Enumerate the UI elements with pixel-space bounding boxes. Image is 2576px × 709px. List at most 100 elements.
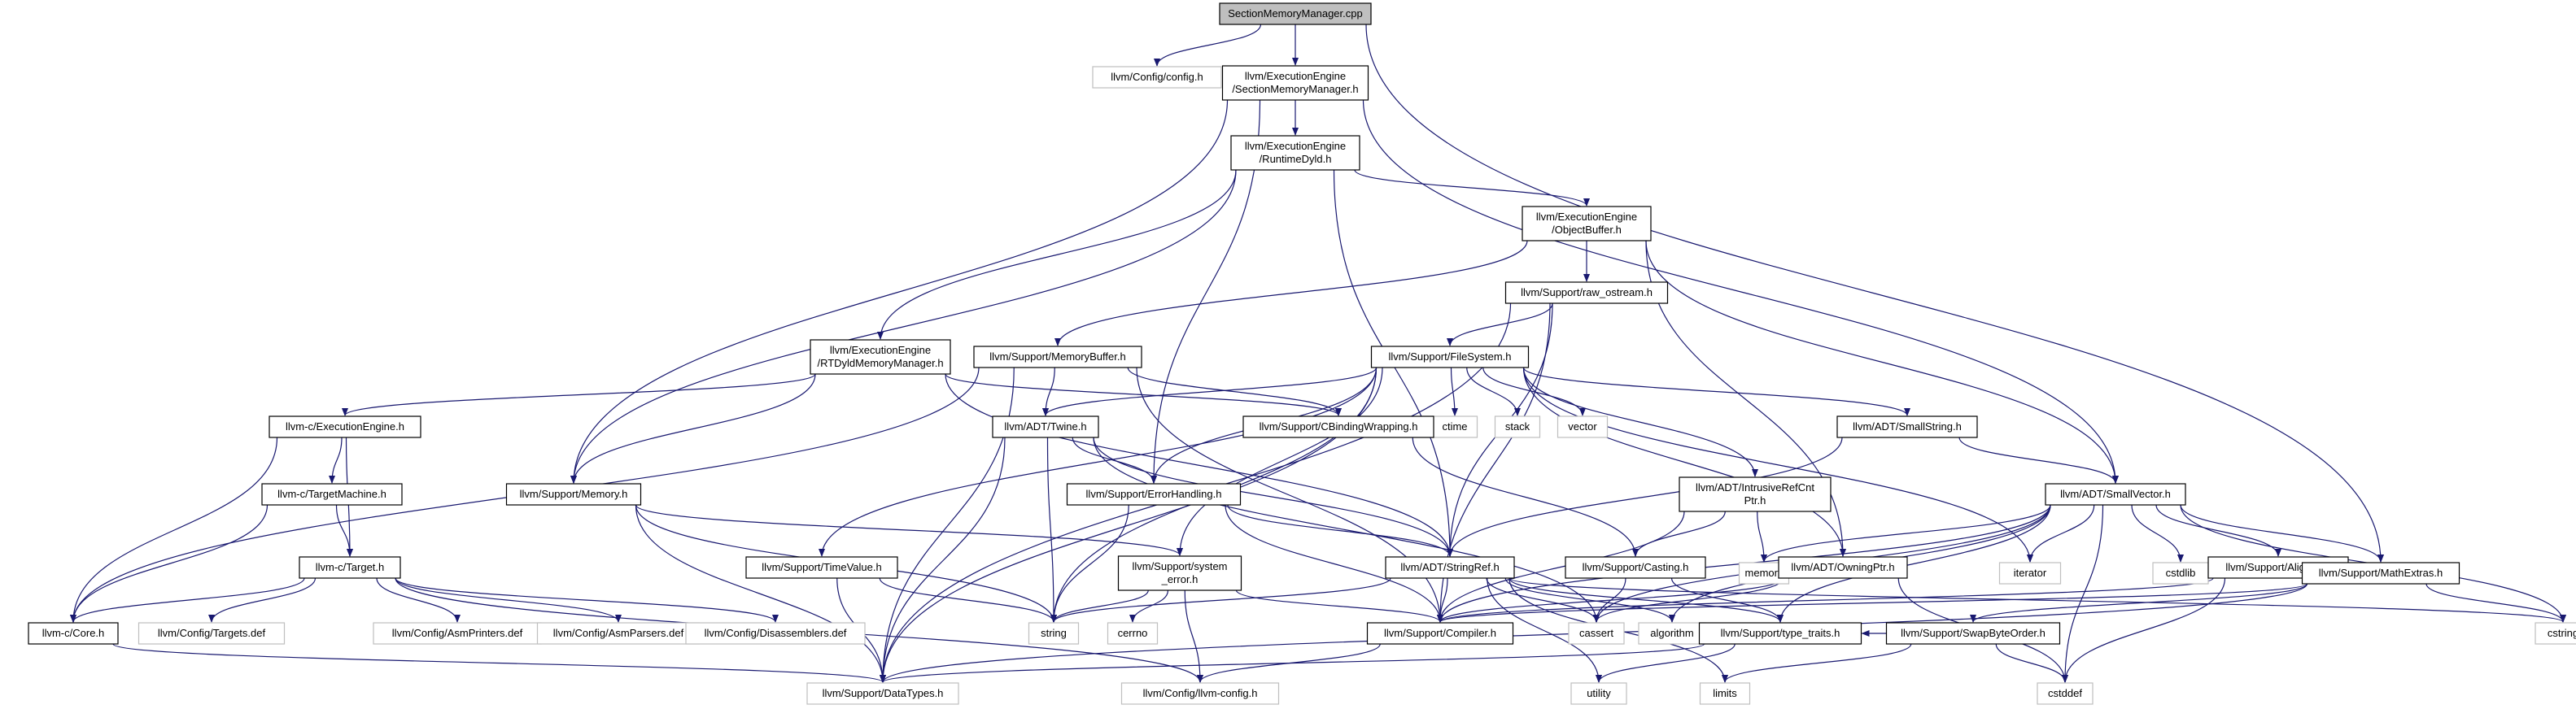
node-box — [1836, 415, 1978, 438]
node-box — [1385, 556, 1515, 579]
node-box — [536, 622, 701, 645]
node-label: cassert — [1579, 627, 1613, 639]
node-cbind[interactable]: llvm/Support/CBindingWrapping.h — [1242, 415, 1434, 438]
node-rtdyld[interactable]: llvm/ExecutionEngine/RuntimeDyld.h — [1230, 135, 1360, 171]
edge-timeval-to-string — [879, 577, 1057, 623]
node-box — [1092, 66, 1222, 89]
edge-alignof-to-compiler — [1437, 577, 2214, 623]
node-box — [2037, 682, 2094, 705]
node-utility: utility — [1570, 682, 1627, 705]
edge-cee-to-ccore — [70, 437, 278, 623]
node-targetsdef: llvm/Config/Targets.def — [138, 622, 286, 645]
node-iterator: iterator — [1998, 562, 2062, 585]
node-objbuf[interactable]: llvm/ExecutionEngine/ObjectBuffer.h — [1522, 206, 1652, 241]
node-casting[interactable]: llvm/Support/Casting.h — [1565, 556, 1706, 579]
edge-irc-to-compiler — [1437, 511, 1685, 623]
edge-twine-to-string — [1046, 437, 1057, 623]
node-asmparse: llvm/Config/AsmParsers.def — [536, 622, 701, 645]
node-label: llvm/Support/SwapByteOrder.h — [1901, 627, 2046, 639]
node-label: algorithm — [1650, 627, 1693, 639]
edges-layer — [70, 24, 2566, 683]
edge-smallvec-to-iterator — [2027, 504, 2095, 563]
node-ctarget[interactable]: llvm-c/Target.h — [299, 556, 401, 579]
node-label: llvm/Support/Casting.h — [1583, 561, 1689, 573]
edge-smallvec-to-alignof — [2155, 504, 2281, 557]
node-cee[interactable]: llvm-c/ExecutionEngine.h — [269, 415, 421, 438]
node-membuf[interactable]: llvm/Support/MemoryBuffer.h — [973, 346, 1142, 368]
edge-syserr-to-string — [1050, 589, 1149, 623]
edge-swapbyte-to-limits — [1722, 643, 1912, 683]
node-stringref[interactable]: llvm/ADT/StringRef.h — [1385, 556, 1515, 579]
edge-ctarget-to-asmprint — [376, 577, 461, 623]
node-swapbyte[interactable]: llvm/Support/SwapByteOrder.h — [1885, 622, 2061, 645]
edge-membuf-to-cbind — [1127, 367, 1342, 416]
edge-smm-to-mem — [570, 99, 1229, 484]
node-label: llvm/Support/DataTypes.h — [823, 687, 944, 699]
node-cstdlib: cstdlib — [2152, 562, 2209, 585]
node-label: cstddef — [2048, 687, 2082, 699]
node-cerrno: cerrno — [1107, 622, 1159, 645]
node-box — [1221, 65, 1369, 101]
edge-ccore-to-datatypes — [112, 643, 886, 683]
edge-mem-to-datatypes — [635, 504, 886, 683]
node-label: llvm/Support/raw_ostream.h — [1521, 286, 1653, 298]
node-box — [745, 556, 898, 579]
node-root[interactable]: SectionMemoryManager.cpp — [1219, 2, 1372, 25]
edge-fs-to-ctime — [1450, 367, 1458, 416]
node-box — [1494, 415, 1541, 438]
node-label: /RTDyldMemoryManager.h — [817, 357, 943, 369]
node-string: string — [1028, 622, 1080, 645]
edge-mem-to-syserr — [635, 504, 1183, 556]
node-label: cstdlib — [2166, 567, 2196, 579]
node-label: llvm/Support/type_traits.h — [1721, 627, 1840, 639]
edge-irc-to-memory — [1757, 511, 1767, 563]
edge-rtdmm-to-mem — [570, 373, 816, 484]
node-syserr[interactable]: llvm/Support/system_error.h — [1117, 555, 1242, 591]
node-box — [1120, 682, 1280, 705]
node-label: llvm/ADT/StringRef.h — [1400, 561, 1499, 573]
node-ccore[interactable]: llvm-c/Core.h — [28, 622, 119, 645]
edge-typetraits-to-datatypes — [880, 643, 1705, 683]
node-twine[interactable]: llvm/ADT/Twine.h — [992, 415, 1099, 438]
nodes-layer: SectionMemoryManager.cpp llvm/Config/conf… — [28, 2, 2576, 705]
edge-twine-to-cassert — [1093, 437, 1600, 623]
node-typetraits[interactable]: llvm/Support/type_traits.h — [1698, 622, 1862, 645]
node-fs[interactable]: llvm/Support/FileSystem.h — [1370, 346, 1530, 368]
edge-fs-to-owning — [1522, 367, 1846, 557]
node-ctm[interactable]: llvm-c/TargetMachine.h — [261, 483, 403, 506]
node-rtdmm[interactable]: llvm/ExecutionEngine/RTDyldMemoryManager… — [810, 339, 951, 375]
node-errh[interactable]: llvm/Support/ErrorHandling.h — [1066, 483, 1242, 506]
edge-smm-to-smallvec — [1362, 99, 2119, 484]
node-vector: vector — [1557, 415, 1609, 438]
node-box — [1117, 555, 1242, 591]
node-smallvec[interactable]: llvm/ADT/SmallVector.h — [2045, 483, 2186, 506]
edge-rtdyld-to-rtdmm — [877, 169, 1237, 340]
edge-stringref-to-algorithm — [1504, 577, 1675, 623]
node-limits: limits — [1699, 682, 1751, 705]
node-config: llvm/Config/config.h — [1092, 66, 1222, 89]
node-label: llvm/Config/AsmPrinters.def — [392, 627, 523, 639]
node-label: llvm/Config/llvm-config.h — [1143, 687, 1258, 699]
node-timeval[interactable]: llvm/Support/TimeValue.h — [745, 556, 898, 579]
edge-fs-to-stack — [1466, 367, 1521, 416]
edge-errh-to-compiler — [1225, 504, 1443, 623]
edge-membuf-to-twine — [1042, 367, 1055, 416]
node-mathex[interactable]: llvm/Support/MathExtras.h — [2301, 562, 2460, 585]
node-label: llvm/Support/CBindingWrapping.h — [1260, 420, 1418, 433]
node-compiler[interactable]: llvm/Support/Compiler.h — [1366, 622, 1514, 645]
node-label: llvm-c/Target.h — [316, 561, 385, 573]
node-rawos[interactable]: llvm/Support/raw_ostream.h — [1504, 281, 1669, 304]
node-label: llvm/ADT/IntrusiveRefCnt — [1696, 481, 1814, 494]
node-label: llvm-c/TargetMachine.h — [277, 488, 386, 500]
edge-cbind-to-casting — [1412, 437, 1639, 557]
node-label: /ObjectBuffer.h — [1552, 224, 1622, 236]
node-label: iterator — [2014, 567, 2047, 579]
edge-stringref-to-cstring — [1508, 577, 2566, 623]
node-smallstr[interactable]: llvm/ADT/SmallString.h — [1836, 415, 1978, 438]
node-box — [685, 622, 866, 645]
node-mem[interactable]: llvm/Support/Memory.h — [505, 483, 642, 506]
node-smm[interactable]: llvm/ExecutionEngine/SectionMemoryManage… — [1221, 65, 1369, 101]
edge-smallvec-to-cstdlib — [2131, 504, 2184, 563]
node-owning[interactable]: llvm/ADT/OwningPtr.h — [1778, 556, 1908, 579]
